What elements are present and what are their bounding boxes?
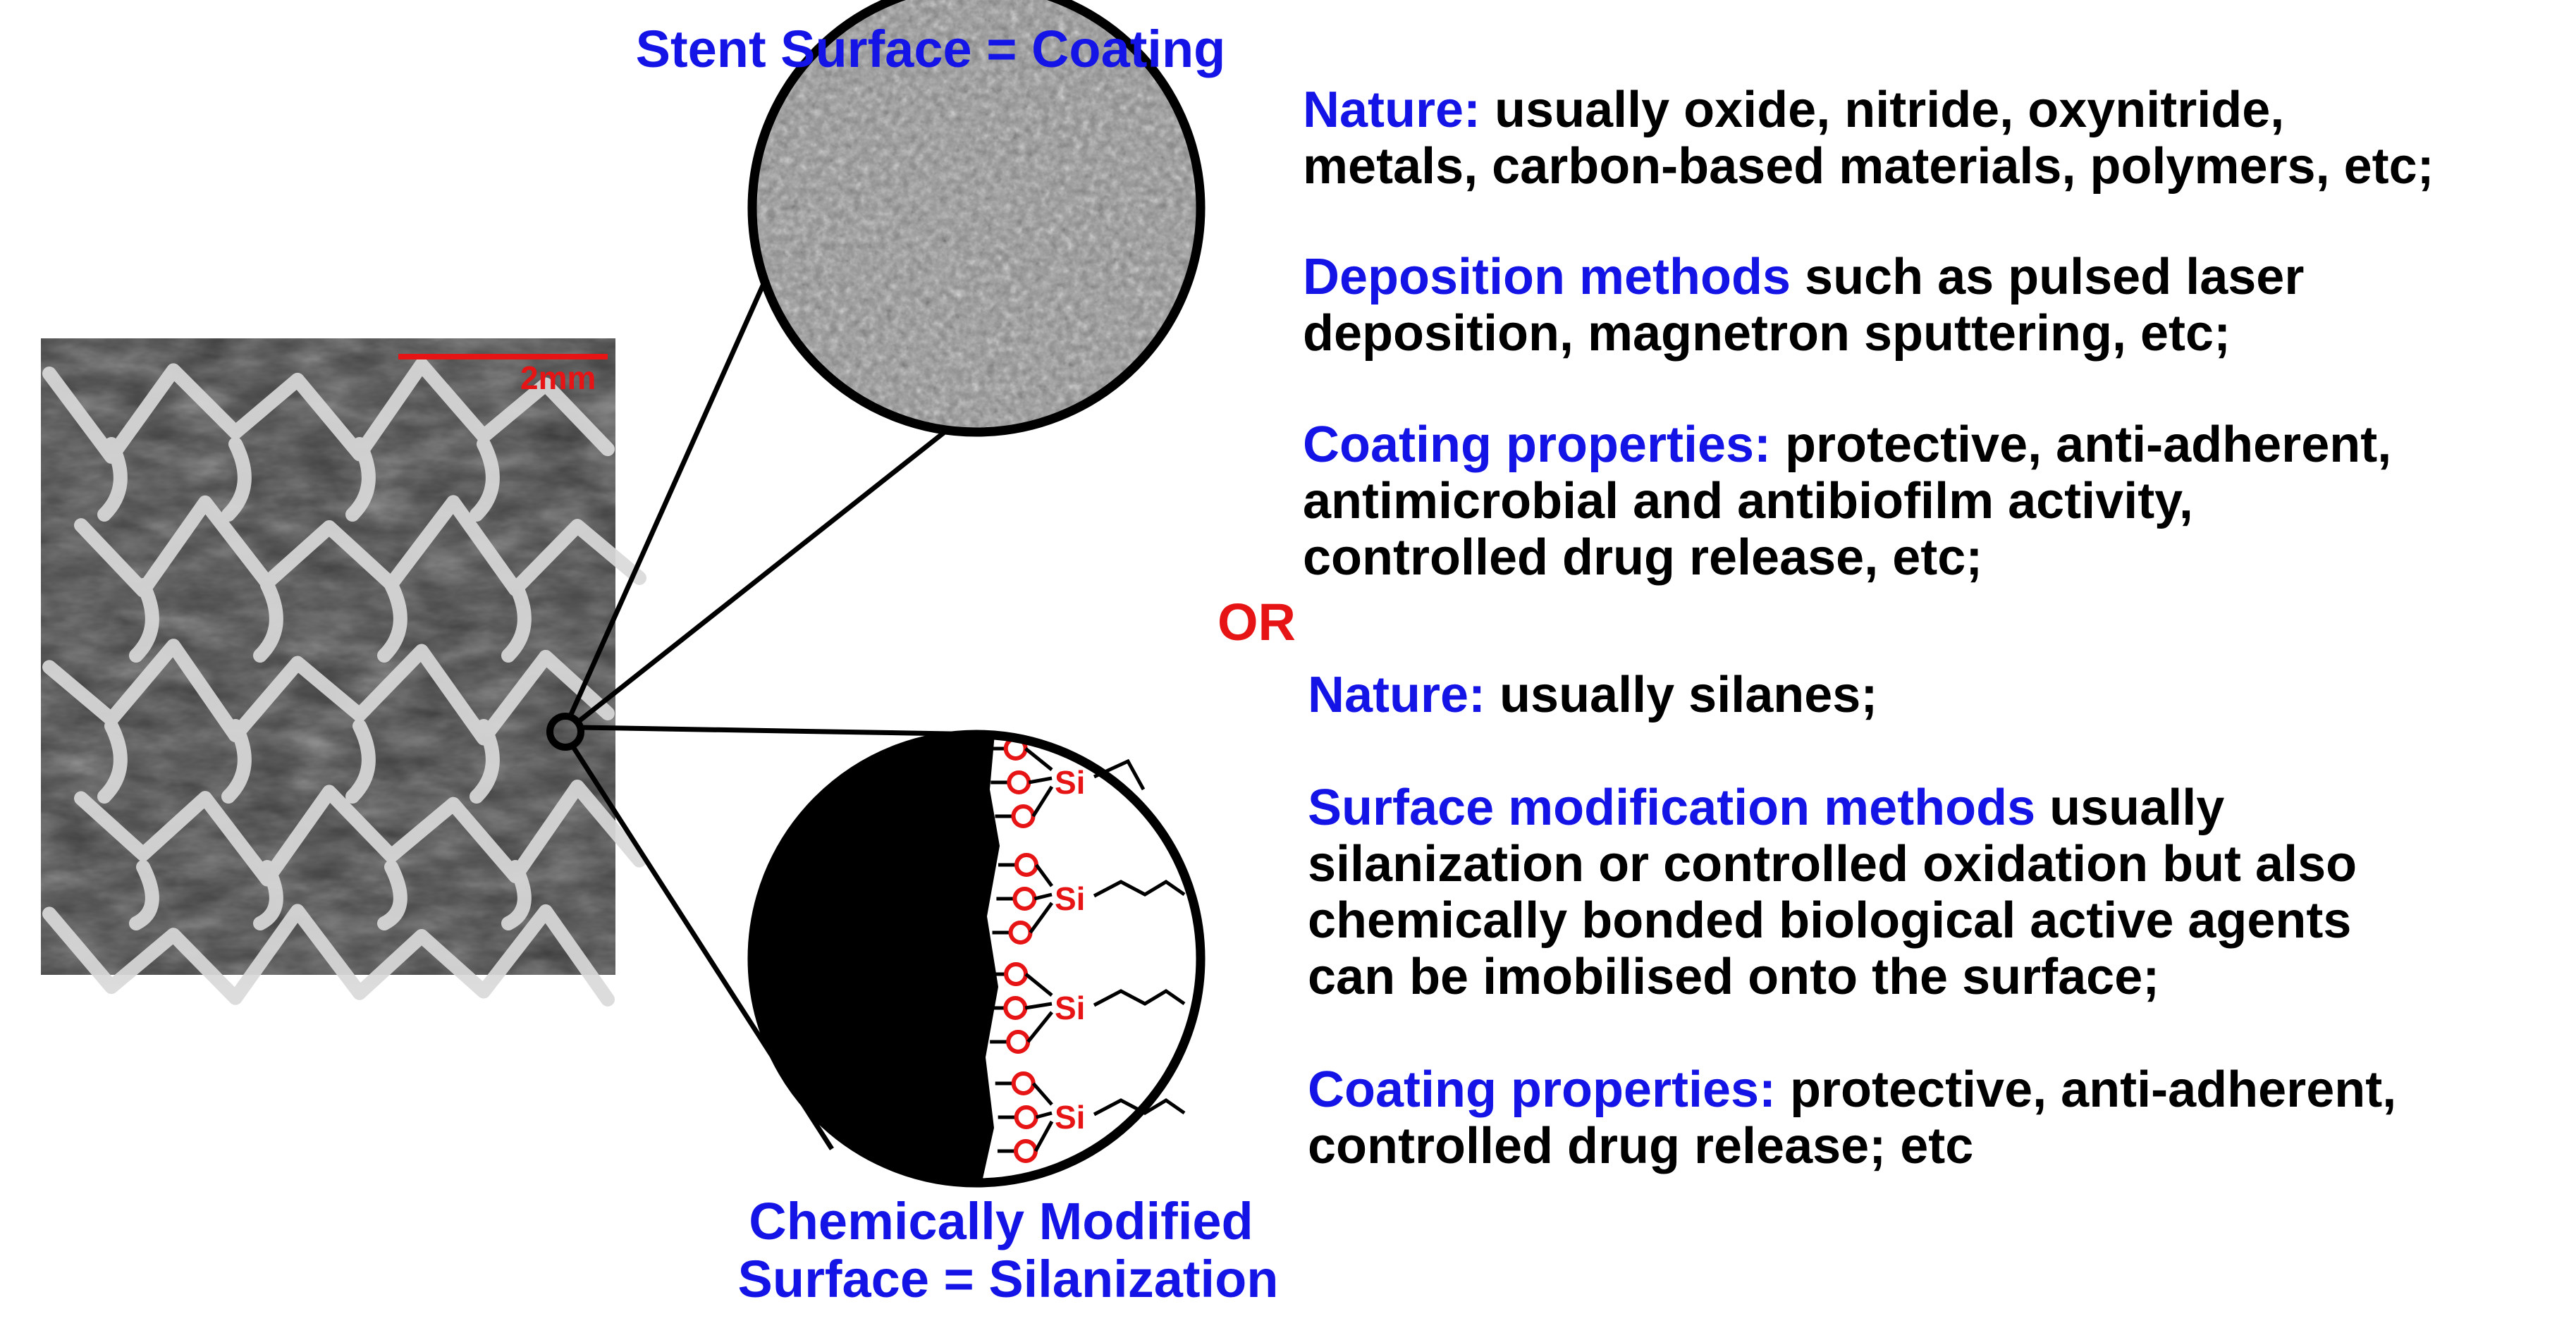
o-si-bond [1029, 902, 1054, 934]
stent-strut-ring [42, 639, 615, 746]
stent-connector [345, 719, 376, 804]
scale-bar: 2mm [398, 354, 608, 396]
silane-methods-key: Surface modification methods [1308, 780, 2035, 836]
stent-connector [470, 437, 500, 522]
silanization-description: Nature: usually silanes; Surface modific… [1308, 667, 2396, 1174]
coating-surface-magnified [747, 0, 1206, 437]
stent-mesh [42, 357, 646, 1007]
coating-props-line3: controlled drug release, etc; [1303, 529, 1982, 586]
silane-props-key: Coating properties: [1308, 1062, 1776, 1118]
o-si-bond [1034, 1120, 1054, 1152]
o-si-bond [1036, 1111, 1053, 1119]
coating-methods-line1: Deposition methods such as pulsed laser [1303, 249, 2304, 305]
o-si-bond [1034, 892, 1053, 901]
coating-nature-text: usually oxide, nitride, oxynitride, [1480, 82, 2284, 138]
silane-nature-line1: Nature: usually silanes; [1308, 667, 1877, 723]
silane-props-line2: controlled drug release; etc [1308, 1118, 1973, 1174]
stent-connector [221, 719, 252, 804]
stent-strut-ring [74, 779, 646, 887]
stent-connector [377, 578, 407, 663]
stent-connector [129, 860, 159, 930]
silane-methods-line1: Surface modification methods usually [1308, 780, 2224, 836]
silane-props-line1: Coating properties: protective, anti-adh… [1308, 1062, 2396, 1118]
stent-strut-ring [74, 495, 646, 598]
coating-methods-key: Deposition methods [1303, 249, 1791, 305]
silane-methods-line3: chemically bonded biological active agen… [1308, 892, 2351, 949]
coating-props-key: Coating properties: [1303, 417, 1771, 473]
stent-connector [253, 860, 283, 930]
bottom-circle-label-line2: Surface = Silanization [738, 1250, 1279, 1308]
o-si-bond [1024, 973, 1053, 997]
o-si-bond [1024, 1002, 1053, 1010]
alkyl-chain [1093, 880, 1186, 898]
o-si-bond [1026, 1011, 1053, 1043]
o-si-bond [1028, 776, 1053, 785]
coating-methods-text: such as pulsed laser [1791, 249, 2304, 305]
stent-sem-image [41, 338, 646, 1007]
scale-bar-label: 2mm [520, 359, 596, 396]
coating-nature-line1: Nature: usually oxide, nitride, oxynitri… [1303, 82, 2284, 138]
stent-connector [97, 719, 128, 804]
stent-connector [501, 578, 532, 663]
magnifier-marker [546, 713, 584, 751]
coating-methods-line2: deposition, magnetron sputtering, etc; [1303, 305, 2231, 362]
silicon-atom: Si [1055, 1099, 1085, 1136]
coating-props-line1: Coating properties: protective, anti-adh… [1303, 417, 2391, 473]
coating-nature-key: Nature: [1303, 82, 1480, 138]
o-si-bond [1031, 1082, 1053, 1106]
silane-props-text: protective, anti-adherent, [1776, 1062, 2396, 1118]
stent-connector [377, 860, 407, 930]
silane-methods-line4: can be imobilised onto the surface; [1308, 949, 2159, 1005]
stent-connector [129, 578, 159, 663]
stent-connector [253, 578, 283, 663]
top-circle-label: Stent Surface = Coating [636, 20, 1226, 78]
silicon-atom: Si [1055, 990, 1085, 1026]
o-si-bond [1034, 863, 1054, 887]
coating-nature-line2: metals, carbon-based materials, polymers… [1303, 138, 2434, 195]
bottom-circle-label-line1: Chemically Modified [749, 1192, 1253, 1250]
silane-methods-line2: silanization or controlled oxidation but… [1308, 836, 2357, 892]
silane-methods-text: usually [2035, 780, 2224, 836]
silicon-atom: Si [1055, 764, 1085, 801]
silicon-atom: Si [1055, 880, 1085, 917]
o-si-bond [1031, 785, 1054, 818]
stent-connector [97, 437, 128, 522]
stent-strut-ring [42, 357, 615, 464]
stent-connector [345, 437, 376, 522]
stent-connector [501, 860, 532, 930]
stent-strut-ring [42, 904, 615, 1007]
alkyl-chain [1093, 989, 1186, 1007]
coating-description: Nature: usually oxide, nitride, oxynitri… [1303, 82, 2434, 586]
or-separator: OR [1218, 593, 1296, 651]
coating-props-text: protective, anti-adherent, [1771, 417, 2391, 473]
stent-connector [470, 719, 500, 804]
silane-nature-text: usually silanes; [1485, 667, 1877, 723]
o-si-bond [1024, 747, 1053, 771]
coating-props-line2: antimicrobial and antibiofilm activity, [1303, 473, 2193, 529]
stent-connector [221, 437, 252, 522]
silane-nature-key: Nature: [1308, 667, 1485, 723]
